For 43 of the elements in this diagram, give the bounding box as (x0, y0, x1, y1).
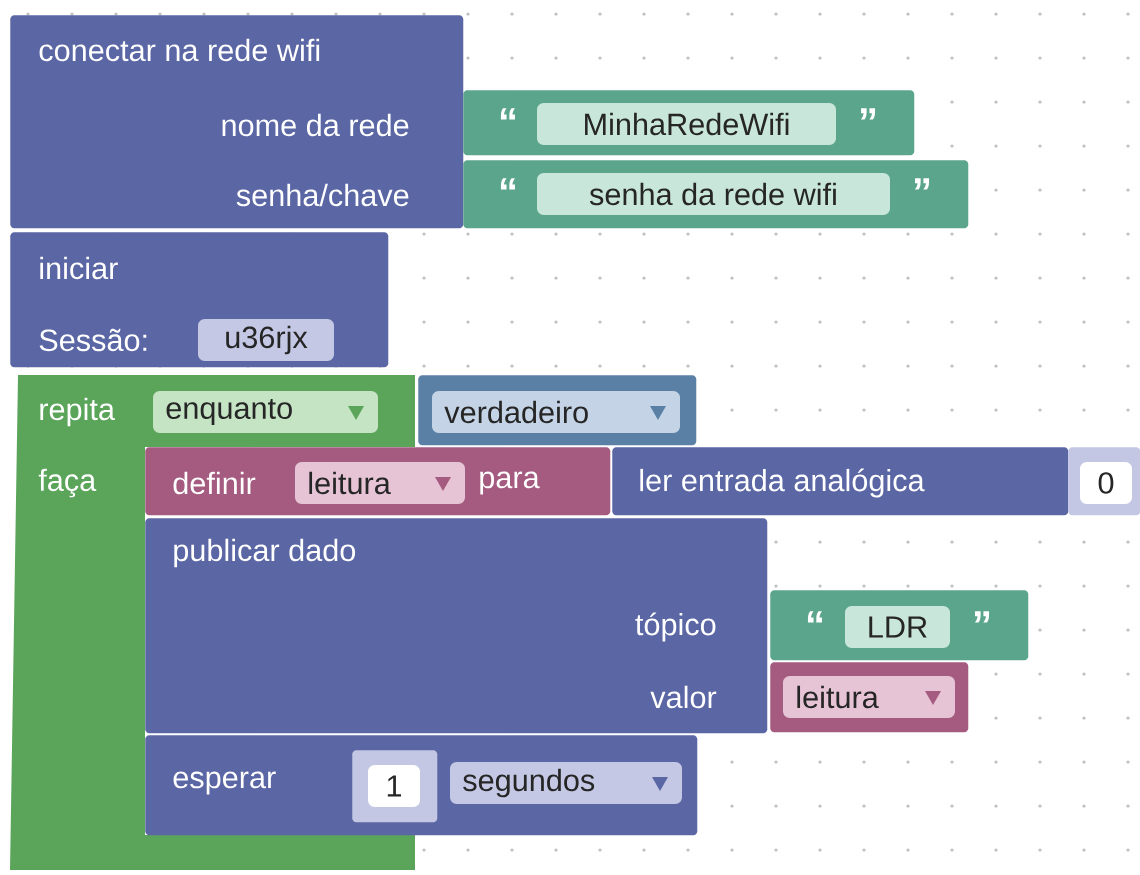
block-label: esperar (173, 771, 276, 795)
block-label: Sessão: (39, 328, 147, 352)
statement-block (612, 447, 1069, 516)
block-label: publicar dado (174, 538, 356, 568)
dropdown-field: leitura (295, 462, 465, 504)
text-field: 1 (368, 765, 420, 807)
statement-block (10, 232, 389, 368)
quote-mark: “ (807, 611, 823, 623)
statement-block (145, 518, 768, 734)
variable-block (770, 662, 969, 733)
text-field: senha da rede wifi (537, 173, 890, 215)
text-field: MinhaRedeWifi (537, 103, 836, 145)
quote-mark: “ (500, 178, 516, 190)
quote-mark: ” (860, 108, 876, 120)
text-block (463, 90, 915, 156)
block-label: definir (173, 471, 256, 495)
block-label: ler entrada analógica (640, 468, 925, 498)
block-label: repita (40, 397, 115, 427)
text-field: u36rjx (198, 319, 334, 361)
text-field: LDR (845, 606, 950, 648)
boolean-block (418, 375, 697, 446)
block-label: valor (650, 685, 717, 709)
block-label: senha/chave (236, 183, 409, 207)
number-block (1068, 447, 1140, 516)
text-block (770, 590, 1029, 661)
text-field: 0 (1080, 462, 1132, 504)
quote-mark: “ (500, 108, 516, 120)
dropdown-field: enquanto (153, 391, 378, 433)
variable-block (145, 447, 611, 516)
number-block (352, 750, 438, 823)
block-label: iniciar (40, 256, 118, 280)
statement-block (10, 15, 464, 229)
dropdown-field: segundos (450, 762, 682, 804)
quote-mark: ” (914, 178, 930, 190)
block-label: faça (38, 468, 97, 498)
text-block (463, 160, 969, 229)
quote-mark: ” (974, 611, 990, 623)
block-label: tópico (635, 612, 716, 642)
block-label: para (480, 471, 540, 495)
block-label: nome da rede (222, 113, 409, 137)
dropdown-field: leitura (783, 676, 955, 718)
dropdown-field: verdadeiro (432, 391, 680, 433)
block-label: conectar na rede wifi (39, 38, 320, 62)
